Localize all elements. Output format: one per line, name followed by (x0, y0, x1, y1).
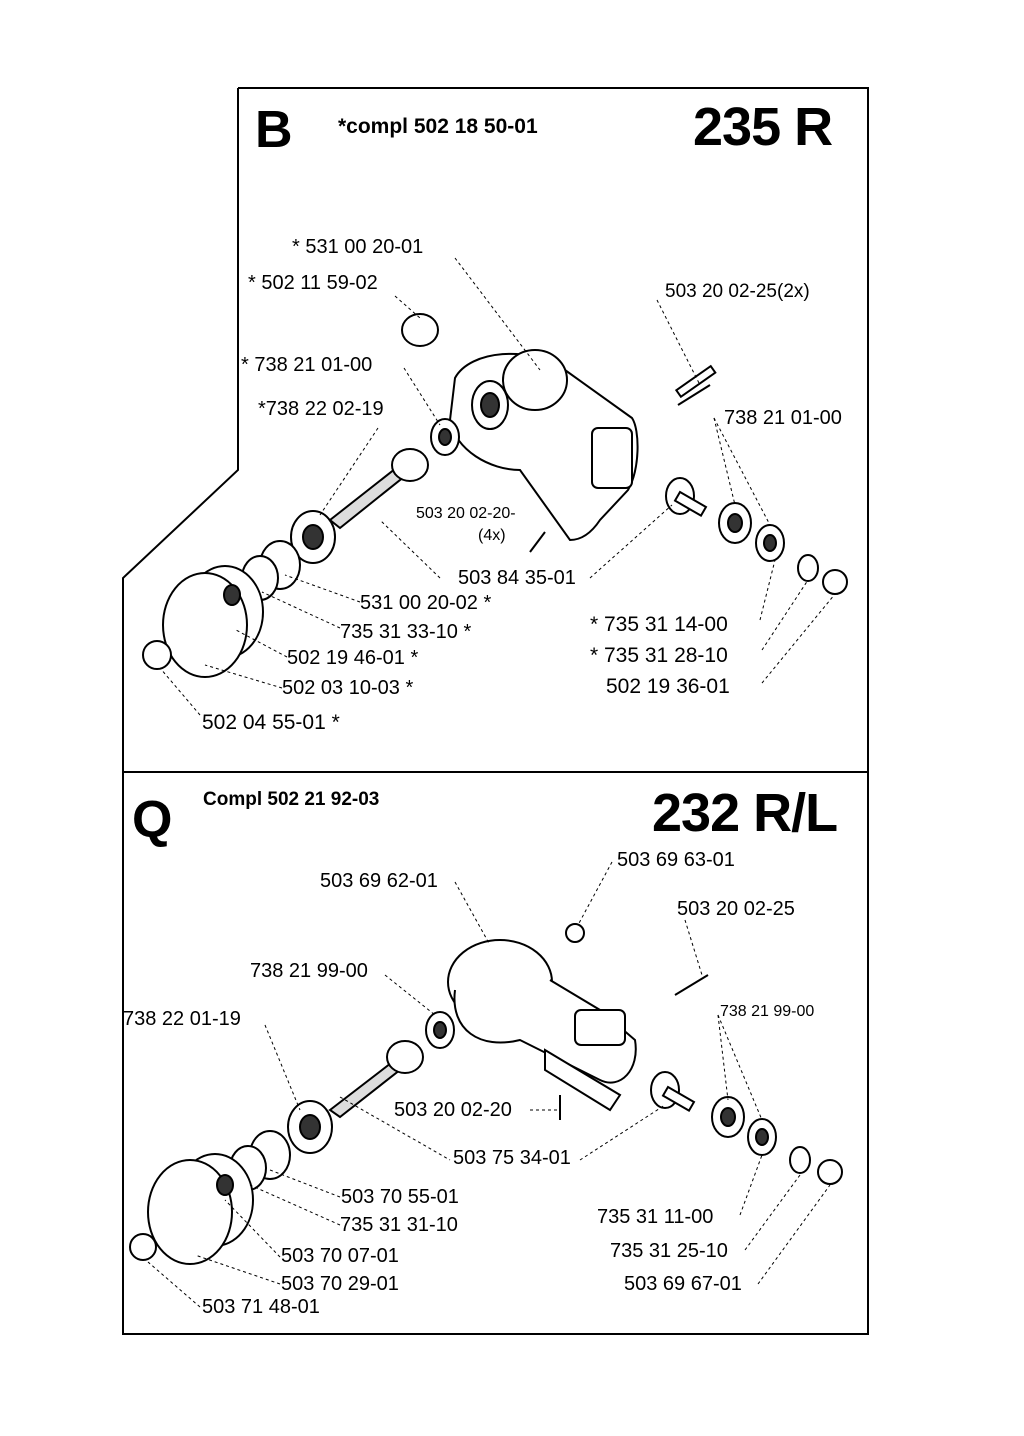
part-label: * 738 21 01-00 (241, 354, 373, 376)
part-label: 738 21 99-00 (250, 960, 368, 982)
part-label: 502 19 46-01 * (287, 647, 419, 669)
part-label: 503 20 02-25 (677, 898, 795, 920)
panel-b-drawing (142, 313, 848, 678)
part-label: (4x) (478, 527, 506, 544)
panel-q-drawing (129, 923, 843, 1265)
part-label: 738 22 01-19 (123, 1008, 241, 1030)
part-label: 735 31 33-10 * (340, 621, 472, 643)
part-label: 503 70 55-01 (341, 1186, 459, 1208)
part-label: 503 69 63-01 (617, 849, 735, 871)
part-label: 503 70 29-01 (281, 1273, 399, 1295)
part-label: * 735 31 28-10 (590, 644, 728, 667)
part-label: 735 31 11-00 (597, 1206, 714, 1228)
part-label: *738 22 02-19 (258, 398, 384, 420)
part-label: 503 20 02-20 (394, 1099, 512, 1121)
panel-q-compl: Compl 502 21 92-03 (203, 789, 380, 810)
part-label: 531 00 20-02 * (360, 592, 492, 614)
part-label: 502 03 10-03 * (282, 677, 414, 699)
panel-q-leaders (147, 861, 831, 1308)
part-label: * 502 11 59-02 (248, 272, 378, 294)
part-label: 503 84 35-01 (458, 567, 576, 589)
part-label: 738 21 01-00 (724, 407, 842, 429)
panel-b-letter: B (255, 101, 293, 159)
part-label: 735 31 25-10 (610, 1240, 728, 1262)
part-label: 502 04 55-01 * (202, 711, 340, 734)
part-label: 503 70 07-01 (281, 1245, 399, 1267)
part-label: 503 71 48-01 (202, 1296, 320, 1318)
panel-b-model: 235 R (693, 97, 833, 157)
part-label: 502 19 36-01 (606, 675, 730, 698)
panel-q-letter: Q (132, 791, 173, 849)
part-label: 735 31 31-10 (340, 1214, 458, 1236)
part-label: 503 69 62-01 (320, 870, 438, 892)
part-label: * 531 00 20-01 (292, 236, 424, 258)
part-label: 503 75 34-01 (453, 1147, 571, 1169)
panel-b-compl: *compl 502 18 50-01 (338, 115, 538, 138)
panel-b-leaders (159, 257, 836, 716)
panel-q-model: 232 R/L (652, 783, 838, 843)
part-label: 503 20 02-25(2x) (665, 281, 810, 302)
part-label: 503 20 02-20- (416, 505, 516, 522)
part-label: * 735 31 14-00 (590, 613, 728, 636)
part-label: 738 21 99-00 (720, 1003, 815, 1020)
part-label: 503 69 67-01 (624, 1273, 742, 1295)
